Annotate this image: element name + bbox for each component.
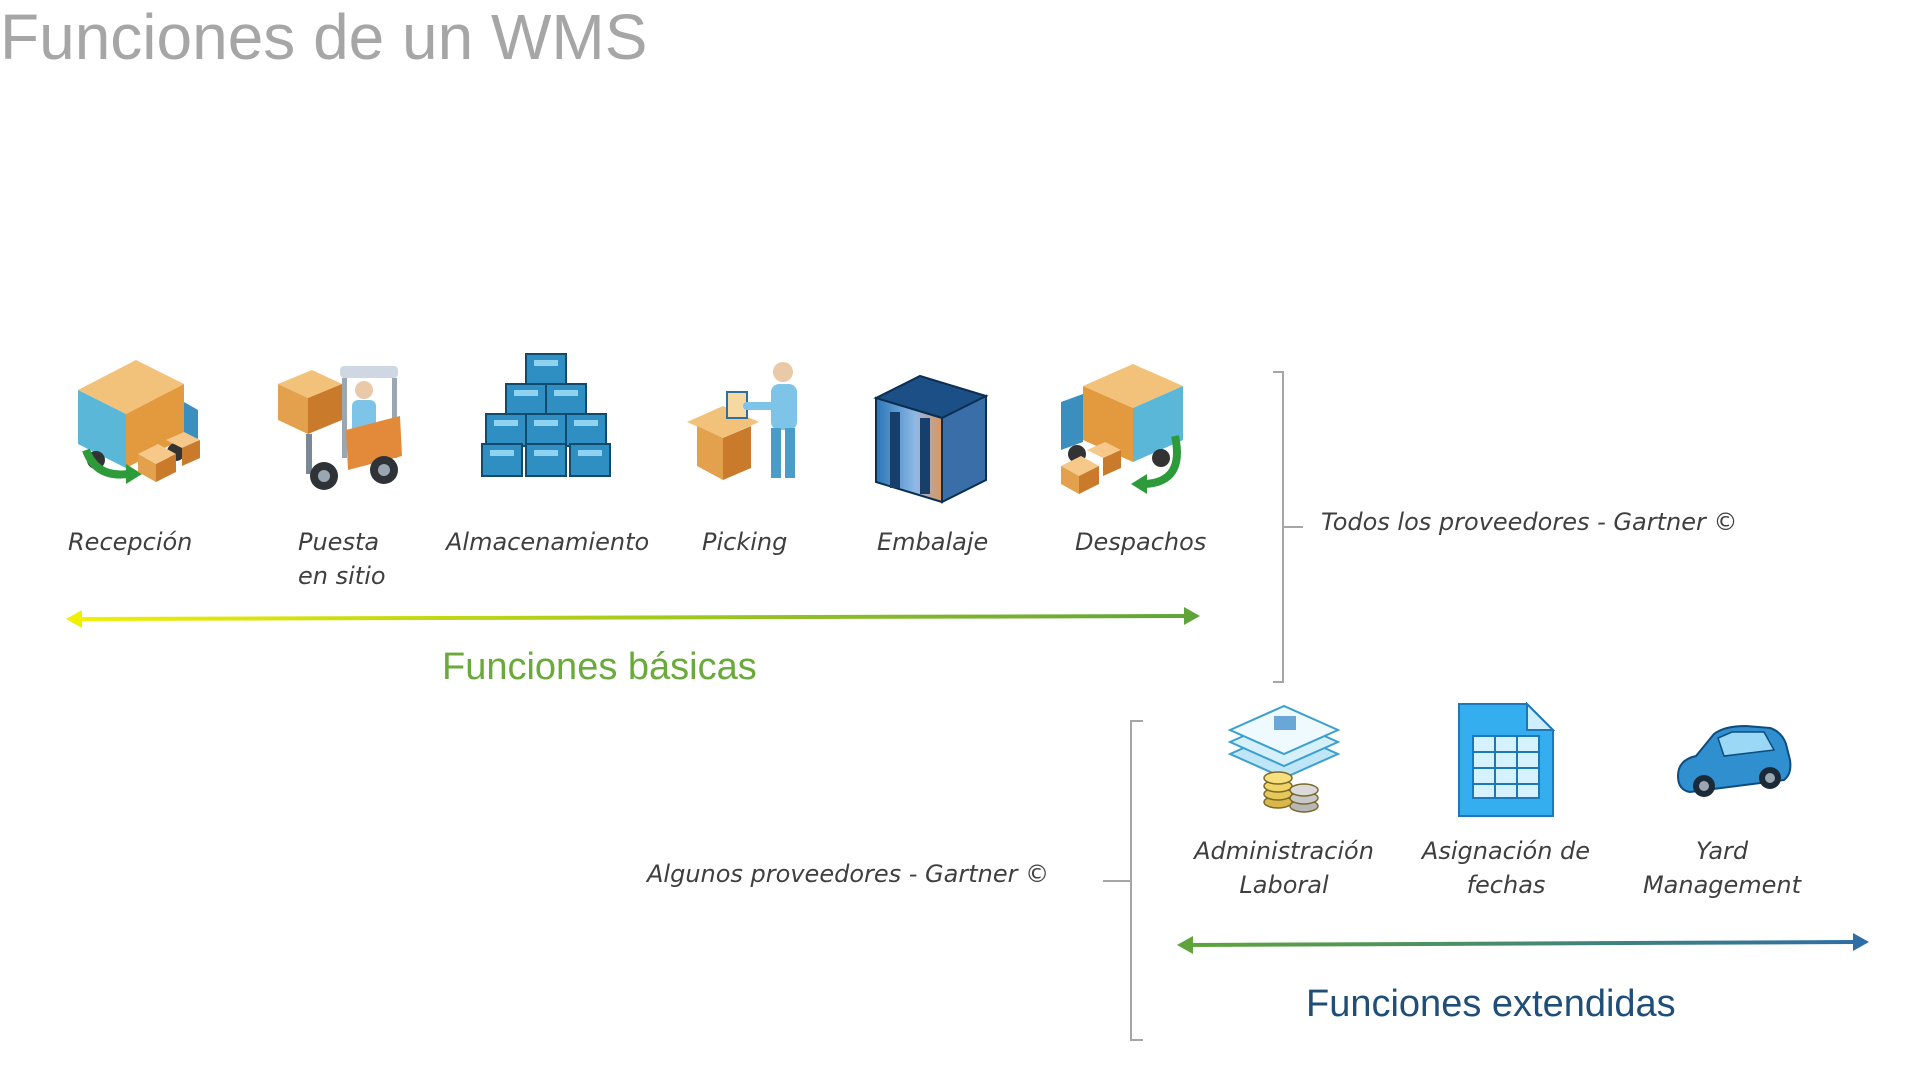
label-picking: Picking — [702, 528, 788, 556]
forklift-icon — [272, 360, 407, 500]
label-embalaje: Embalaje — [877, 528, 989, 556]
basic-note: Todos los proveedores - Gartner © — [1321, 508, 1738, 536]
extended-arrow — [1177, 933, 1869, 954]
extended-bracket — [1103, 720, 1143, 1041]
car-icon — [1674, 720, 1794, 802]
label-puesta-en-sitio: Puesta en sitio — [298, 528, 386, 590]
person-picking-icon — [683, 358, 813, 488]
basic-bracket — [1273, 371, 1303, 683]
extended-section-label: Funciones extendidas — [1306, 983, 1676, 1025]
truck-receiving-icon — [66, 350, 201, 490]
page-title: Funciones de un WMS — [0, 1, 648, 73]
label-administracion-laboral: Administración Laboral — [1194, 837, 1374, 899]
extended-note: Algunos proveedores - Gartner © — [647, 860, 1050, 888]
basic-section-label: Funciones básicas — [442, 646, 757, 688]
truck-dispatch-icon — [1057, 362, 1192, 498]
label-recepcion: Recepción — [68, 528, 193, 556]
documents-coins-icon — [1224, 702, 1344, 820]
basic-arrow — [66, 607, 1200, 628]
label-yard-management: Yard Management — [1642, 837, 1802, 899]
label-almacenamiento: Almacenamiento — [446, 528, 650, 556]
spreadsheet-document-icon — [1457, 701, 1556, 818]
label-asignacion-de-fechas: Asignación de fechas — [1421, 837, 1591, 899]
stacked-boxes-icon — [478, 350, 613, 480]
package-icon — [872, 372, 990, 506]
label-despachos: Despachos — [1075, 528, 1207, 556]
